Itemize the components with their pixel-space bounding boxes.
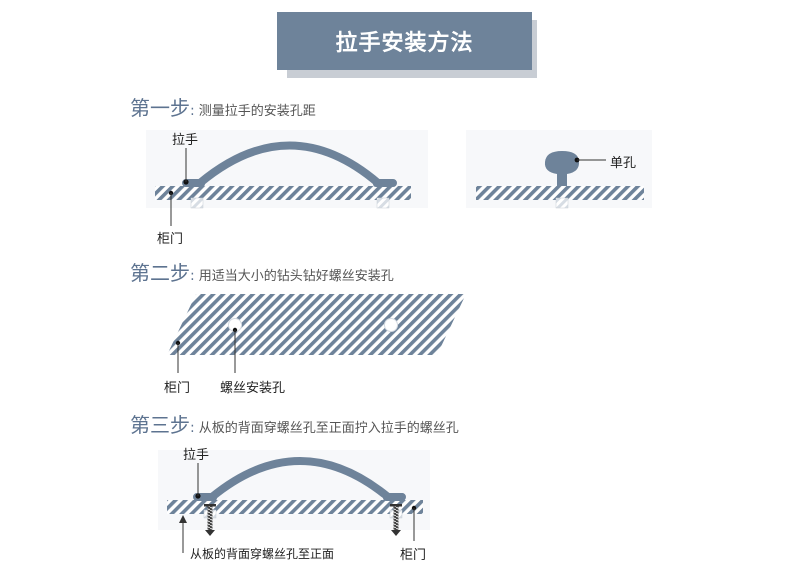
- step3-heading: 第三步 : 从板的背面穿螺丝孔至正面拧入拉手的螺丝孔: [130, 409, 459, 438]
- step3-back-through-label: 从板的背面穿螺丝孔至正面: [190, 547, 335, 561]
- step1-knob-board: [476, 186, 644, 200]
- step1-handle-label: 拉手: [172, 133, 199, 148]
- step1-colon: :: [190, 103, 195, 119]
- step1-handle-diagram: [146, 130, 428, 226]
- step3-handle-right-foot: [383, 493, 405, 501]
- step1-knob-shape: [544, 151, 580, 186]
- step3-door-label: 柜门: [400, 548, 427, 563]
- step2-heading: 第二步 : 用适当大小的钻头钻好螺丝安装孔: [130, 257, 394, 286]
- step1-heading: 第一步 : 测量拉手的安装孔距: [130, 92, 316, 121]
- step3-arch-handle: [193, 457, 406, 501]
- step1-knob-screw-hole: [555, 197, 569, 209]
- step3-install-diagram: [158, 450, 430, 553]
- step1-left-screw-hole: [190, 197, 204, 209]
- step3-cabinet-board: [167, 500, 423, 514]
- step3-title: 第三步: [130, 413, 190, 437]
- step1-right-screw-hole: [376, 197, 390, 209]
- step3-left-screw: [204, 504, 216, 536]
- step2-colon: :: [190, 268, 195, 284]
- step1-knob-diagram: [466, 130, 652, 209]
- step2-screw-hole-label: 螺丝安装孔: [220, 381, 286, 396]
- step2-description: 用适当大小的钻头钻好螺丝安装孔: [198, 269, 394, 284]
- step1-handle-right-foot: [373, 179, 395, 187]
- step3-right-screw: [390, 504, 402, 536]
- step3-description: 从板的背面穿螺丝孔至正面拧入拉手的螺丝孔: [198, 421, 459, 436]
- step3-handle-left-foot: [195, 493, 217, 501]
- step3-back-arrow-head: [179, 515, 187, 523]
- step1-cabinet-board: [155, 186, 411, 200]
- step3-colon: :: [190, 420, 195, 436]
- step1-title: 第一步: [130, 96, 190, 120]
- page-title: 拉手安装方法: [277, 12, 532, 70]
- step1-description: 测量拉手的安装孔距: [198, 104, 316, 119]
- step1-door-label: 柜门: [157, 232, 184, 247]
- step2-cabinet-board: [167, 294, 466, 355]
- step2-right-drilled-hole: [384, 318, 398, 332]
- step1-handle-left-foot: [183, 179, 205, 187]
- step2-door-label: 柜门: [164, 381, 191, 396]
- step2-drill-diagram: [167, 294, 466, 373]
- step1-single-hole-label: 单孔: [610, 156, 637, 171]
- step2-title: 第二步: [130, 261, 190, 285]
- step3-handle-label: 拉手: [183, 448, 210, 463]
- step1-arch-handle: [182, 141, 397, 187]
